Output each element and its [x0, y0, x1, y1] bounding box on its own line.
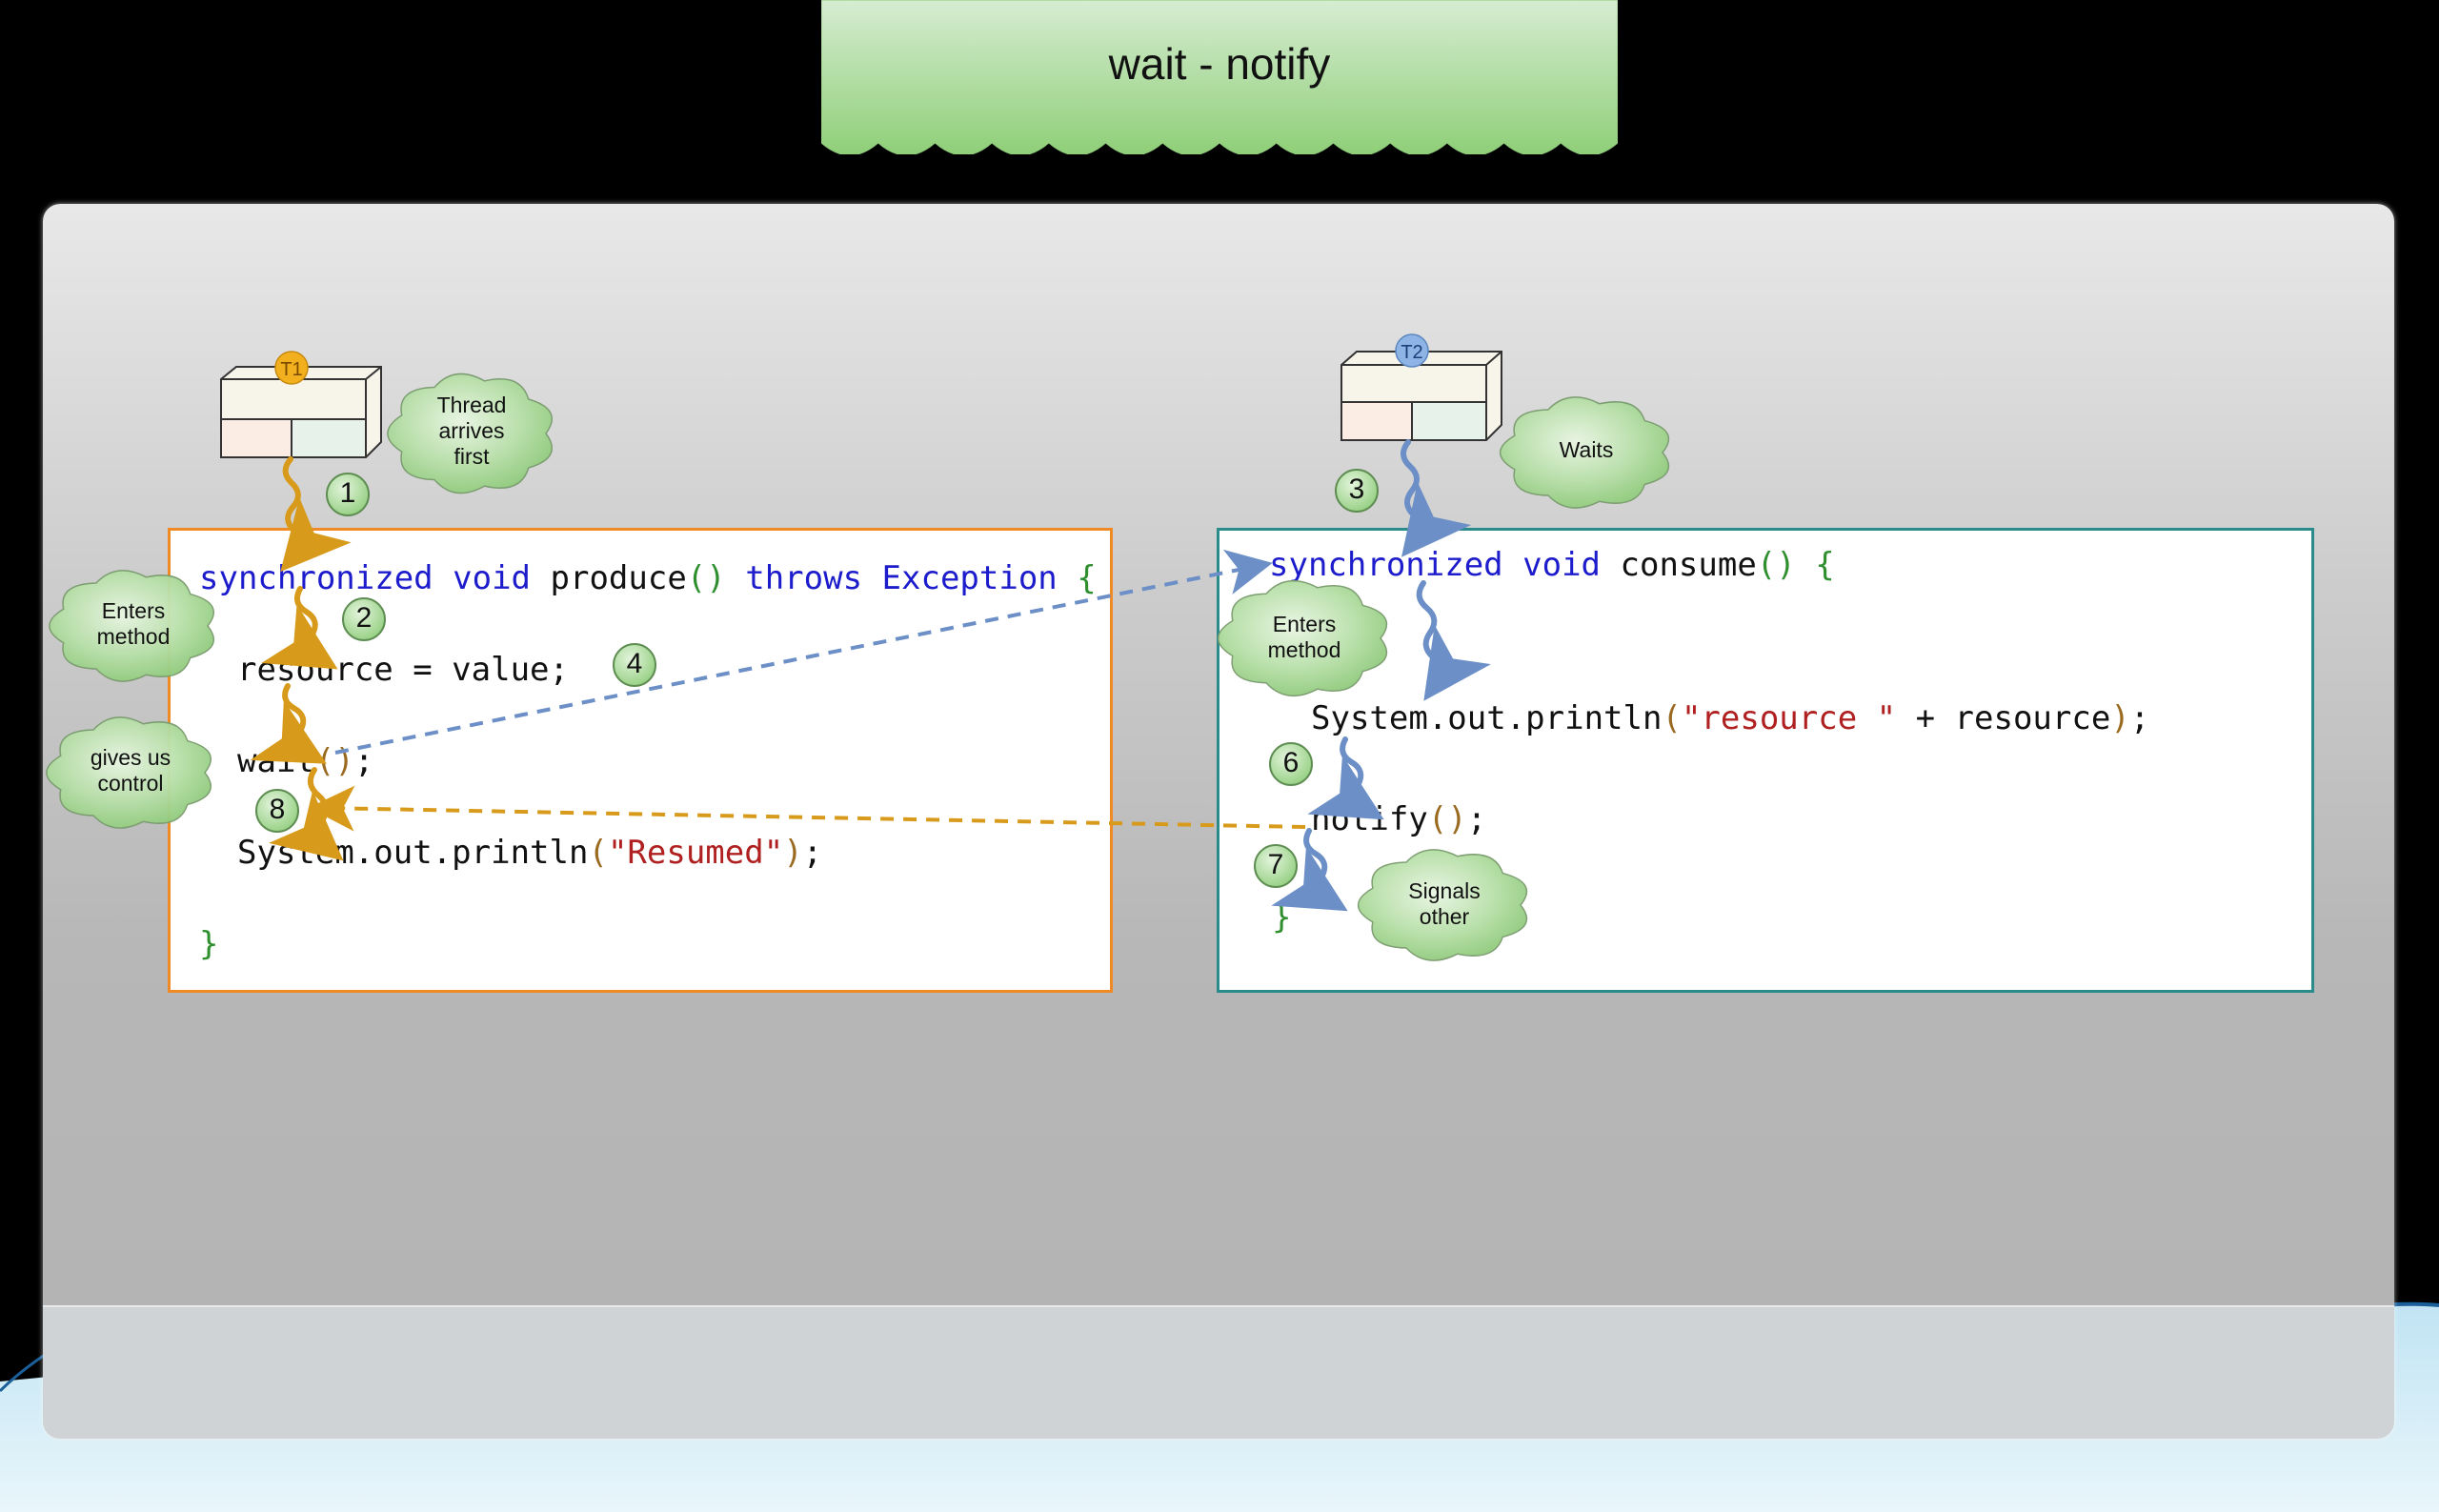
producer-print-line: System.out.println("Resumed");: [237, 834, 822, 872]
cloud-line: first: [454, 444, 490, 469]
paren-close: ): [2110, 699, 2130, 737]
step-6-label: 6: [1282, 747, 1300, 778]
keyword: void: [453, 559, 532, 597]
step-7-label: 7: [1267, 849, 1284, 880]
consumer-print-line: System.out.println("resource " + resourc…: [1311, 699, 2149, 737]
step-1-label: 1: [339, 477, 356, 509]
page-title: wait - notify: [1108, 39, 1331, 89]
open-brace: {: [1815, 546, 1835, 584]
cloud-line: Enters: [1272, 612, 1337, 636]
string-literal: "Resumed": [607, 834, 784, 872]
print-call: System.out.println: [237, 834, 589, 872]
step-3-label: 3: [1348, 474, 1365, 505]
parens: (): [1756, 546, 1796, 584]
step-2-label: 2: [355, 602, 373, 634]
cloud-line: Thread: [436, 393, 507, 417]
string-literal: "resource ": [1681, 699, 1897, 737]
producer-code-box: synchronized void produce() throws Excep…: [168, 528, 1113, 993]
cloud-line: control: [97, 771, 164, 796]
cloud-line: Enters: [101, 598, 166, 623]
consumer-notify-line: notify();: [1311, 800, 1486, 838]
cloud-line: arrives: [438, 418, 505, 443]
producer-wait-line: wait();: [237, 742, 373, 780]
keyword: void: [1522, 546, 1602, 584]
cloud-label-enters-method-left: Enters method: [76, 598, 191, 650]
cloud-label-waits: Waits: [1529, 437, 1643, 463]
semicolon: ;: [802, 834, 823, 872]
semicolon: ;: [1466, 800, 1487, 838]
semicolon: ;: [2129, 699, 2150, 737]
producer-assign-line: resource = value;: [237, 651, 569, 689]
parens: (): [314, 742, 354, 780]
board-gloss: [43, 1305, 2394, 1441]
semicolon: ;: [353, 742, 374, 780]
paren-open: (: [1662, 699, 1682, 737]
consumer-code-box: synchronized void consume() { System.out…: [1217, 528, 2314, 993]
cloud-label-gives-us-control: gives us control: [73, 745, 188, 796]
cloud-line: method: [96, 624, 171, 649]
cloud-label-thread-arrives-first: Thread arrives first: [414, 393, 529, 470]
consumer-close-brace: }: [1272, 898, 1292, 937]
cloud-label-signals-other: Signals other: [1387, 878, 1502, 930]
parens: (): [1427, 800, 1467, 838]
consumer-signature-line: synchronized void consume() {: [1269, 546, 1835, 584]
wait-call: wait: [237, 742, 315, 780]
producer-close-brace: }: [199, 925, 219, 963]
cloud-line: gives us: [90, 745, 171, 770]
cloud-line: other: [1419, 904, 1470, 929]
open-brace: {: [1077, 559, 1097, 597]
cloud-line: method: [1267, 637, 1341, 662]
print-call: System.out.println: [1311, 699, 1663, 737]
step-8-label: 8: [269, 794, 286, 825]
paren-open: (: [588, 834, 608, 872]
cloud-label-enters-method-right: Enters method: [1247, 612, 1361, 663]
cloud-line: Waits: [1559, 437, 1614, 462]
notify-call: notify: [1311, 800, 1428, 838]
method-name: produce: [550, 559, 687, 597]
keyword: throws: [745, 559, 863, 597]
paren-close: ): [783, 834, 803, 872]
method-name: consume: [1620, 546, 1757, 584]
title-banner: [821, 0, 1618, 154]
step-4-label: 4: [626, 648, 643, 679]
concat-expression: + resource: [1896, 699, 2111, 737]
parens: (): [686, 559, 726, 597]
cloud-line: Signals: [1408, 878, 1481, 903]
producer-signature-line: synchronized void produce() throws Excep…: [199, 559, 1097, 597]
keyword: synchronized: [199, 559, 433, 597]
keyword: synchronized: [1269, 546, 1503, 584]
keyword: Exception: [881, 559, 1058, 597]
